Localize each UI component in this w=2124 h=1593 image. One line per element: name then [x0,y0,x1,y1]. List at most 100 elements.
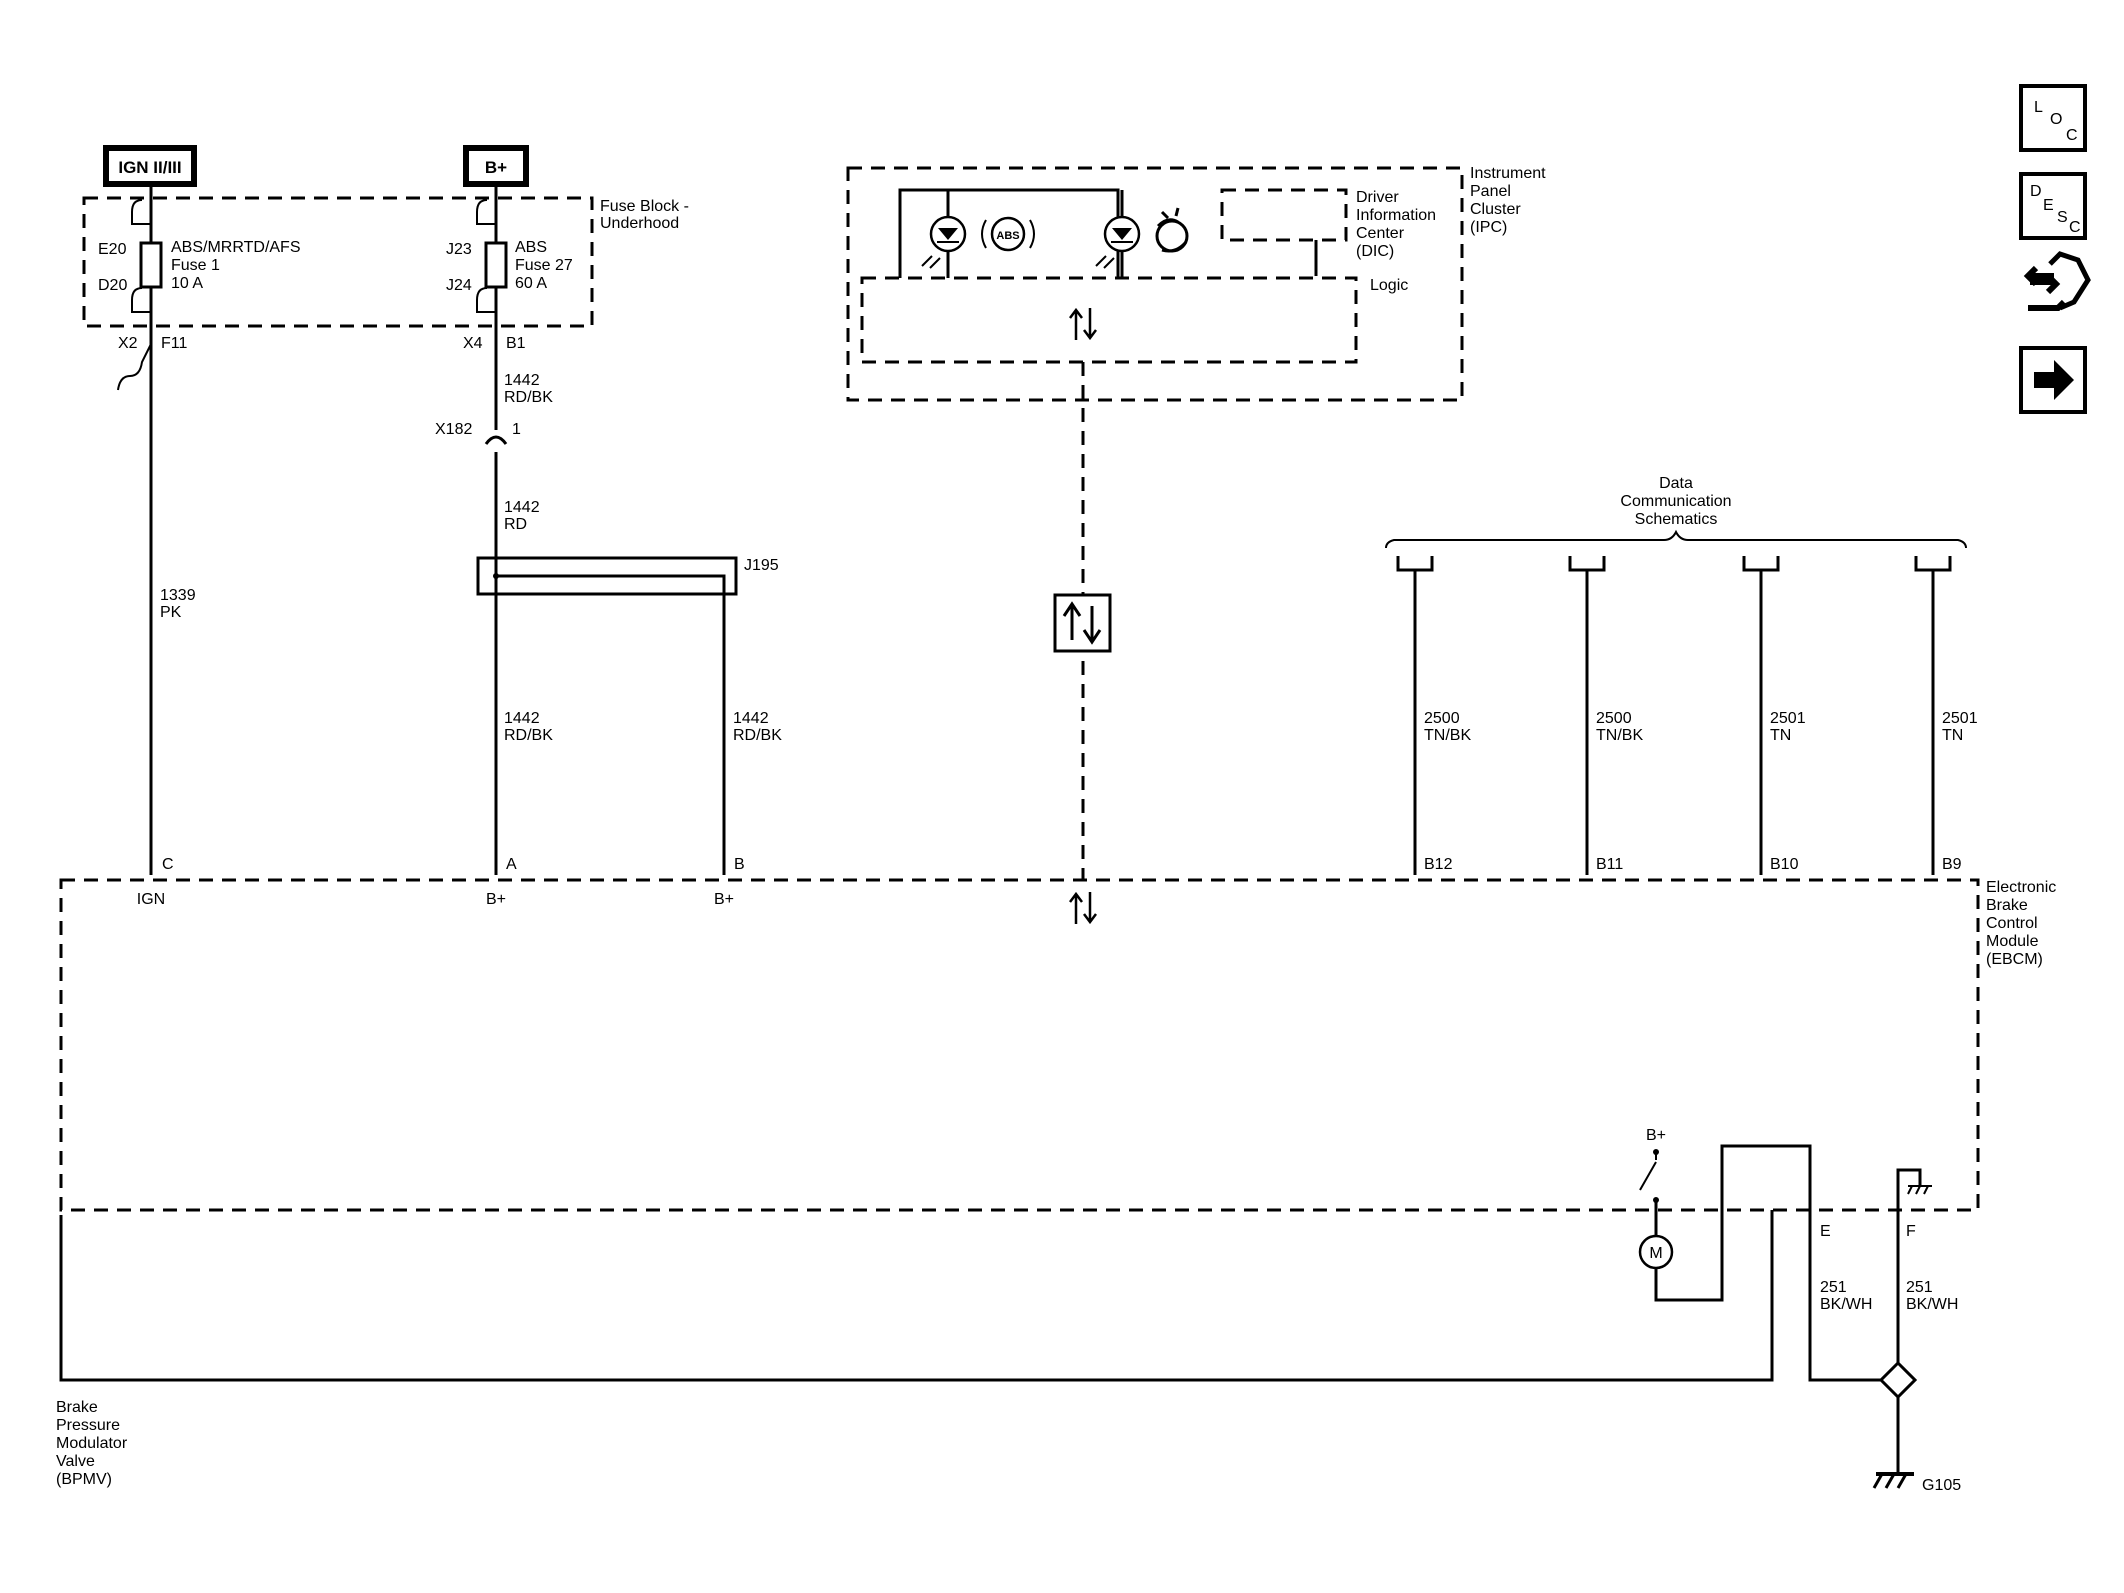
pin-b9: B9 [1942,856,1962,873]
pump-motor-icon: M [1638,1144,1882,1382]
next-page-button[interactable] [2019,346,2087,414]
ipc-label-3: Cluster [1470,201,1521,218]
splice-j195 [476,556,738,875]
dic-label-2: Information [1356,207,1436,224]
ebcm-input-bplus-a: B+ [486,891,506,908]
wire-2500-b-circuit: 2500 [1596,710,1632,727]
wire-1442-top-color: RD/BK [504,389,553,406]
wire-2500-a-color: TN/BK [1424,727,1471,744]
dic-outline [1220,188,1348,242]
data-comm-label-1: Data [1659,475,1693,492]
ipc-outline [846,166,1464,402]
ebcm-label-2: Brake [1986,897,2028,914]
pin-f: F [1906,1223,1916,1240]
wire-251-f-color: BK/WH [1906,1296,1958,1313]
fuse-27 [476,184,508,430]
desc-letter-c: C [2069,219,2081,236]
motor-supply-label: B+ [1646,1127,1666,1144]
pin-b: B [734,856,745,873]
loc-letter-l: L [2034,99,2043,116]
bpmv-label-2: Pressure [56,1417,120,1434]
bpmv-label-1: Brake [56,1399,98,1416]
fuse1-connector: X2 [118,335,138,352]
fuse27-pin-in: J23 [446,241,472,258]
wire-251-e-color: BK/WH [1820,1296,1872,1313]
bpmv-label-3: Modulator [56,1435,128,1452]
ground-label: G105 [1922,1477,1961,1494]
ebcm-input-bplus-b: B+ [714,891,734,908]
pin-b10: B10 [1770,856,1799,873]
wire-1339-circuit: 1339 [160,587,196,604]
logic-outline [860,276,1358,364]
fuse27-pin-out: J24 [446,277,472,294]
wire-1442-a-circuit: 1442 [504,710,540,727]
fuse27-connector: X4 [463,335,483,352]
fuse27-rating: 60 A [515,275,547,292]
loc-letter-c: C [2066,127,2078,144]
fuse-1 [117,184,163,875]
ebcm-data-arrows-icon [1069,891,1097,925]
logic-label: Logic [1370,277,1408,294]
fuse1-pin-in: E20 [98,241,127,258]
splice-label: J195 [744,557,779,574]
bpmv-label-4: Valve [56,1453,95,1470]
wire-1442-b-color: RD/BK [733,727,782,744]
wire-1442-top-circuit: 1442 [504,372,540,389]
data-comm-connectors [1396,556,1952,875]
pin-e: E [1820,1223,1831,1240]
data-comm-brace [1385,529,1967,549]
fuse-block-label-1: Fuse Block - [600,198,689,215]
wire-251-e-circuit: 251 [1820,1279,1847,1296]
wire-1442-b-circuit: 1442 [733,710,769,727]
wire-2501-a-circuit: 2501 [1770,710,1806,727]
wire-1442-mid-circuit: 1442 [504,499,540,516]
fuse27-name: ABS [515,239,547,256]
ipc-label-2: Panel [1470,183,1511,200]
fuse-block-label-2: Underhood [600,215,679,232]
ebcm-label-1: Electronic [1986,879,2056,896]
pin-a: A [506,856,517,873]
description-button[interactable]: D E S C [2019,172,2087,240]
right-arrow-icon [2034,360,2074,400]
x182-pin: 1 [512,421,521,438]
dic-label-1: Driver [1356,189,1399,206]
wire-2501-b-color: TN [1942,727,1963,744]
location-button[interactable]: L O C [2019,84,2087,152]
wire-2501-a-color: TN [1770,727,1791,744]
fuse1-pin-out: D20 [98,277,127,294]
desc-letter-s: S [2057,209,2068,226]
ebcm-label-3: Control [1986,915,2038,932]
wire-251-f-circuit: 251 [1906,1279,1933,1296]
ebcm-label-5: (EBCM) [1986,951,2043,968]
wire-2501-b-circuit: 2501 [1942,710,1978,727]
splice-pack-icon [1878,1360,1918,1400]
dic-label-4: (DIC) [1356,243,1394,260]
fuse27-fuse: Fuse 27 [515,257,573,274]
wire-2500-b-color: TN/BK [1596,727,1643,744]
fuse27-cavity: B1 [506,335,526,352]
bpmv-label-5: (BPMV) [56,1471,112,1488]
fuse1-rating: 10 A [171,275,203,292]
ign-source-box: IGN II/III [103,145,197,187]
motor-label: M [1649,1245,1662,1262]
bplus-source-label: B+ [485,158,507,177]
abs-warning-symbol-icon: ABS [981,216,1035,252]
abs-indicator-lamp-icon [921,215,967,269]
data-comm-label-2: Communication [1620,493,1731,510]
ipc-label-4: (IPC) [1470,219,1507,236]
pin-b11: B11 [1596,856,1623,873]
wire-2500-a-circuit: 2500 [1424,710,1460,727]
diagnostic-flow-icon[interactable] [2023,251,2091,311]
internal-chassis-ground-icon [1896,1168,1932,1210]
pin-c: C [162,856,174,873]
inline-connector-x182 [484,435,508,875]
ebcm-outline [59,878,1980,1212]
serial-data-symbol-icon [1053,593,1112,653]
wire-1442-mid-color: RD [504,516,527,533]
ipc-label-1: Instrument [1470,165,1546,182]
ebcm-input-ign: IGN [137,891,165,908]
ground-g105-icon [1872,1472,1914,1489]
abs-lamp-text: ABS [996,230,1019,242]
ebcm-label-4: Module [1986,933,2039,950]
